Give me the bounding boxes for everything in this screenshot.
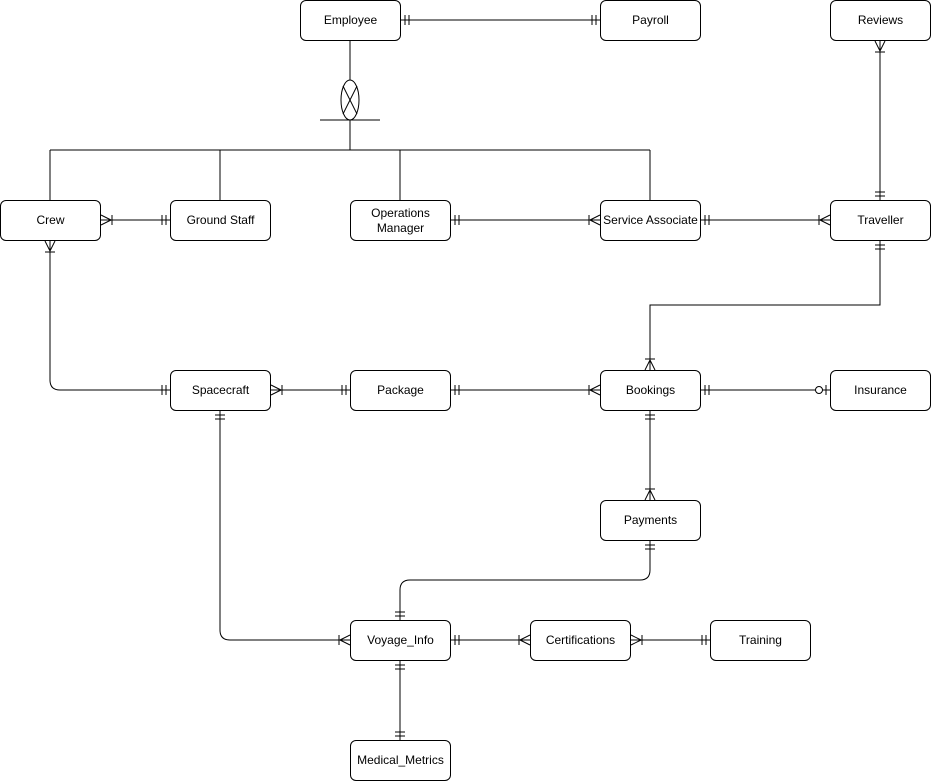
marker-package-bookings-one (454, 385, 460, 395)
entity-employee[interactable]: Employee (300, 0, 401, 41)
marker-training-certifications-one (701, 635, 707, 645)
marker-employee-payroll-employee (404, 15, 410, 25)
marker-bookings-traveller-many (644, 358, 656, 371)
entity-spacecraft-label: Spacecraft (191, 383, 250, 397)
marker-opsmanager-one (454, 215, 460, 225)
marker-serviceassociate-traveller-one (704, 215, 710, 225)
entity-traveller[interactable]: Traveller (830, 200, 931, 241)
overlap-specialization-symbol (320, 79, 380, 121)
marker-traveller-reviews-one (875, 191, 885, 197)
marker-bookings-insurance-one (704, 385, 710, 395)
marker-crew-groundstaff-many (100, 214, 113, 226)
marker-traveller-serviceassociate-many (818, 214, 831, 226)
marker-medical-voyage-one (395, 731, 405, 737)
marker-spacecraft-package-many (270, 384, 283, 396)
entity-service-associate[interactable]: Service Associate (600, 200, 701, 241)
entity-service-associate-label: Service Associate (603, 213, 698, 227)
entity-package[interactable]: Package (350, 370, 451, 411)
entity-voyage-info[interactable]: Voyage_Info (350, 620, 451, 661)
marker-spacecraft-voyage-one (215, 414, 225, 420)
marker-spacecraft-crew-one (161, 385, 167, 395)
entity-bookings-label: Bookings (625, 383, 676, 397)
edge-employee-specialization (49, 40, 651, 200)
entity-crew[interactable]: Crew (0, 200, 101, 241)
marker-certifications-voyage-many (518, 634, 531, 646)
marker-payments-voyage-one (645, 544, 655, 550)
entity-medical-metrics-label: Medical_Metrics (357, 753, 444, 767)
cardinality-markers (44, 15, 886, 737)
entity-ground-staff[interactable]: Ground Staff (170, 200, 271, 241)
marker-crew-spacecraft-many (44, 240, 56, 253)
entity-payroll-label: Payroll (632, 13, 669, 27)
entity-ground-staff-label: Ground Staff (186, 213, 255, 227)
marker-reviews-many (874, 40, 886, 53)
entity-package-label: Package (377, 383, 424, 397)
marker-package-spacecraft-one (341, 385, 347, 395)
entity-employee-label: Employee (323, 13, 378, 27)
marker-groundstaff-crew-one (161, 215, 167, 225)
entity-insurance-label: Insurance (854, 383, 907, 397)
marker-payments-bookings-many (644, 488, 656, 501)
entity-insurance[interactable]: Insurance (830, 370, 931, 411)
entity-certifications[interactable]: Certifications (530, 620, 631, 661)
entity-training[interactable]: Training (710, 620, 811, 661)
marker-voyage-certifications-one (454, 635, 460, 645)
entity-operations-manager[interactable]: Operations Manager (350, 200, 451, 241)
marker-serviceassociate-opsmanager-many (588, 214, 601, 226)
entity-certifications-label: Certifications (545, 633, 616, 647)
edge-payments-voyageinfo (399, 540, 651, 620)
edge-spacecraft-voyageinfo (219, 410, 350, 641)
marker-bookings-package-many (588, 384, 601, 396)
entity-bookings[interactable]: Bookings (600, 370, 701, 411)
marker-certifications-training-many (630, 634, 643, 646)
entity-crew-label: Crew (36, 213, 65, 227)
marker-bookings-payments-one (645, 414, 655, 420)
entity-payroll[interactable]: Payroll (600, 0, 701, 41)
marker-insurance-zero-one (815, 385, 827, 395)
relationship-lines (49, 19, 881, 740)
marker-voyage-spacecraft-many (338, 634, 351, 646)
entity-training-label: Training (739, 633, 782, 647)
marker-voyage-medical-one (395, 664, 405, 670)
marker-voyage-payments-one (395, 611, 405, 617)
entity-traveller-label: Traveller (857, 213, 904, 227)
entity-reviews-label: Reviews (857, 13, 904, 27)
entity-payments-label: Payments (623, 513, 678, 527)
entity-operations-manager-label-line2: Manager (376, 220, 425, 235)
entity-payments[interactable]: Payments (600, 500, 701, 541)
entity-reviews[interactable]: Reviews (830, 0, 931, 41)
entity-voyage-info-label: Voyage_Info (367, 633, 434, 647)
edge-traveller-bookings (649, 240, 881, 370)
edge-crew-spacecraft (49, 240, 170, 391)
marker-employee-payroll-payroll (591, 15, 597, 25)
entity-operations-manager-label-line1: Operations (371, 205, 430, 220)
entity-medical-metrics[interactable]: Medical_Metrics (350, 740, 451, 781)
marker-traveller-bookings-one (875, 244, 885, 250)
entity-spacecraft[interactable]: Spacecraft (170, 370, 271, 411)
